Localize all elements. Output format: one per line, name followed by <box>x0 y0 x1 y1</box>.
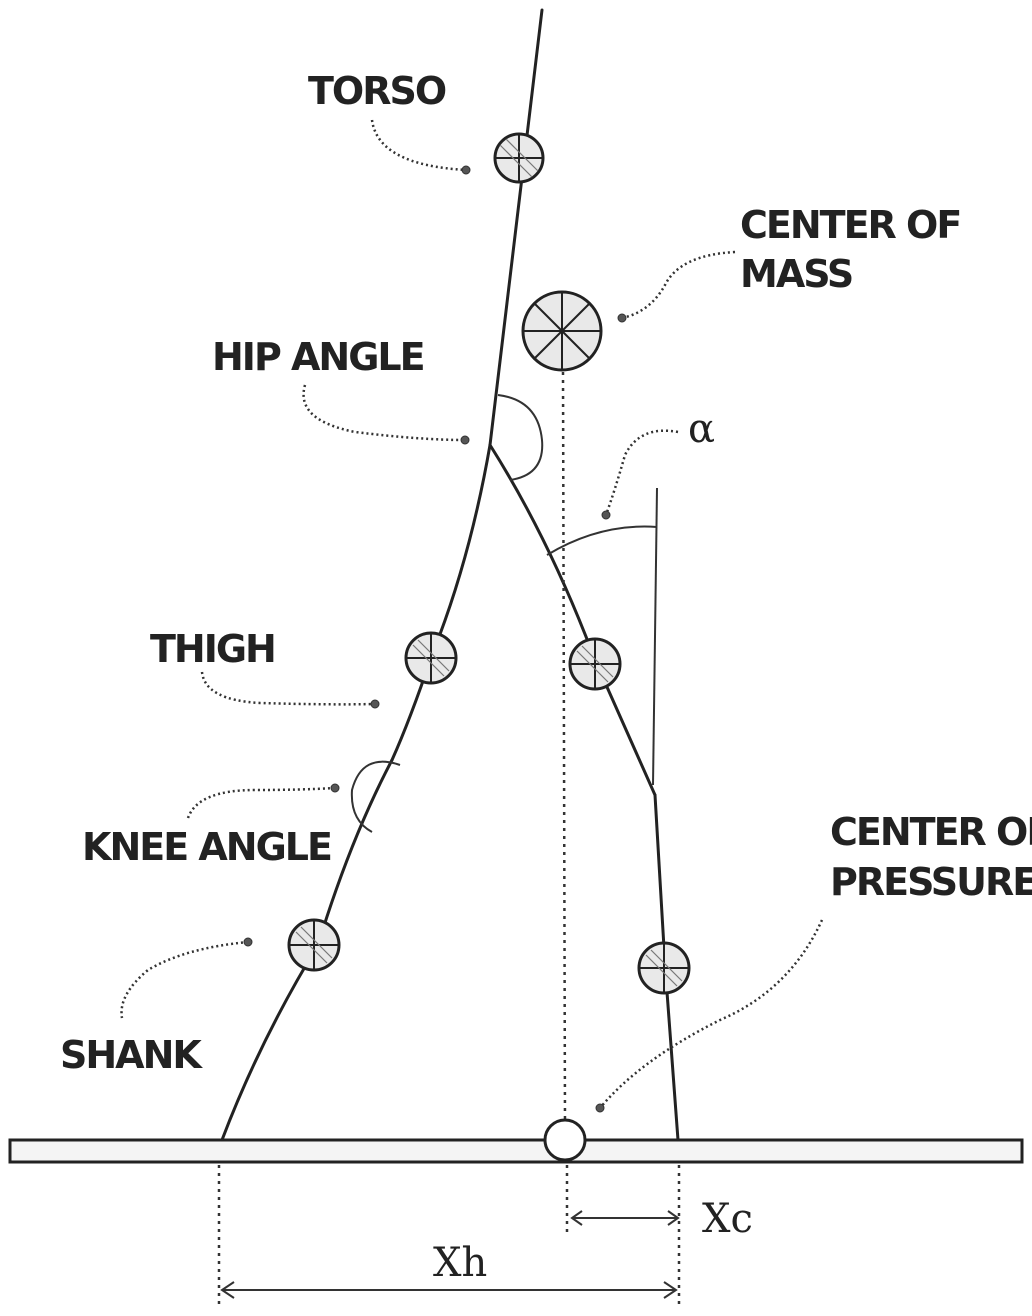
ground-line <box>10 1140 1022 1162</box>
torso-label: TORSO <box>308 69 446 113</box>
center-of-pressure-marker <box>545 1120 585 1160</box>
knee-angle-arc <box>352 762 400 832</box>
alpha-leader <box>606 431 678 515</box>
center-of-mass-leader <box>622 252 735 318</box>
center-of-mass-label-line2: MASS <box>740 252 852 296</box>
left-thigh-segment <box>392 445 490 760</box>
hip-angle-leader <box>304 385 465 440</box>
xh-label: Xh <box>433 1240 487 1286</box>
alpha-label: α <box>688 406 715 452</box>
center-of-pressure-leader <box>600 920 822 1108</box>
shank-label: SHANK <box>60 1033 203 1077</box>
center-of-mass-marker <box>523 292 601 370</box>
center-of-pressure-label-line1: CENTER OF <box>830 810 1032 854</box>
knee-angle-label: KNEE ANGLE <box>82 825 331 869</box>
hip-angle-label: HIP ANGLE <box>212 335 424 379</box>
center-of-pressure-label-line2: PRESSURE <box>830 860 1032 904</box>
left-thigh-mass-marker <box>406 633 456 683</box>
thigh-label: THIGH <box>150 627 275 671</box>
right-shank-mass-marker <box>639 943 689 993</box>
shank-leader <box>122 942 248 1018</box>
xc-label: Xc <box>702 1196 753 1242</box>
torso-segment <box>490 10 542 445</box>
center-of-mass-plumb-line <box>563 372 565 1125</box>
torso-mass-marker <box>495 134 543 182</box>
knee-angle-leader <box>188 788 335 818</box>
right-thigh-segment <box>490 445 655 795</box>
left-shank-mass-marker <box>289 920 339 970</box>
center-of-mass-label-line1: CENTER OF <box>740 203 960 247</box>
torso-leader <box>372 120 466 170</box>
thigh-leader <box>202 672 375 704</box>
right-thigh-mass-marker <box>570 639 620 689</box>
alpha-reference-line <box>653 488 657 785</box>
